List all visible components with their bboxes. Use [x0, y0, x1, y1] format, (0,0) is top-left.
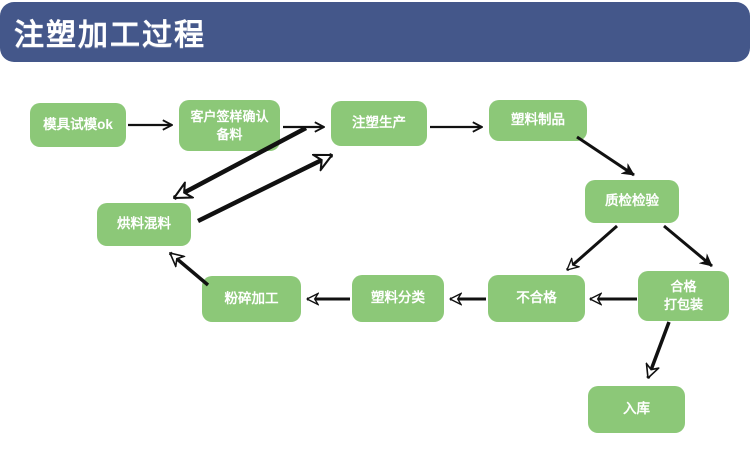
edge-qualified-packaging-to-warehouse-in	[648, 321, 671, 378]
flow-node-plastic-sorting: 塑料分类	[352, 275, 444, 322]
flow-node-drying-mixing: 烘料混料	[97, 203, 191, 246]
edge-drying-mixing-to-injection-production	[197, 152, 332, 224]
flow-node-crushing-processing: 粉碎加工	[202, 276, 301, 322]
flow-node-injection-production: 注塑生产	[331, 101, 427, 146]
page-title: 注塑加工过程	[14, 19, 206, 52]
flow-node-plastic-products: 塑料制品	[489, 100, 587, 141]
edge-quality-inspection-to-unqualified	[567, 224, 618, 272]
flow-node-customer-sign-confirm: 客户签样确认 备料	[179, 100, 280, 151]
flow-node-unqualified: 不合格	[488, 275, 585, 322]
edge-plastic-products-to-quality-inspection	[576, 135, 635, 177]
edge-quality-inspection-to-qualified-packaging	[663, 224, 713, 268]
title-bar: 注塑加工过程	[0, 2, 750, 62]
flow-node-qualified-packaging: 合格 打包装	[638, 271, 729, 321]
flow-node-mold-trial: 模具试模ok	[30, 103, 126, 147]
flow-node-warehouse-in: 入库	[588, 386, 685, 433]
flow-node-quality-inspection: 质检检验	[585, 180, 679, 223]
